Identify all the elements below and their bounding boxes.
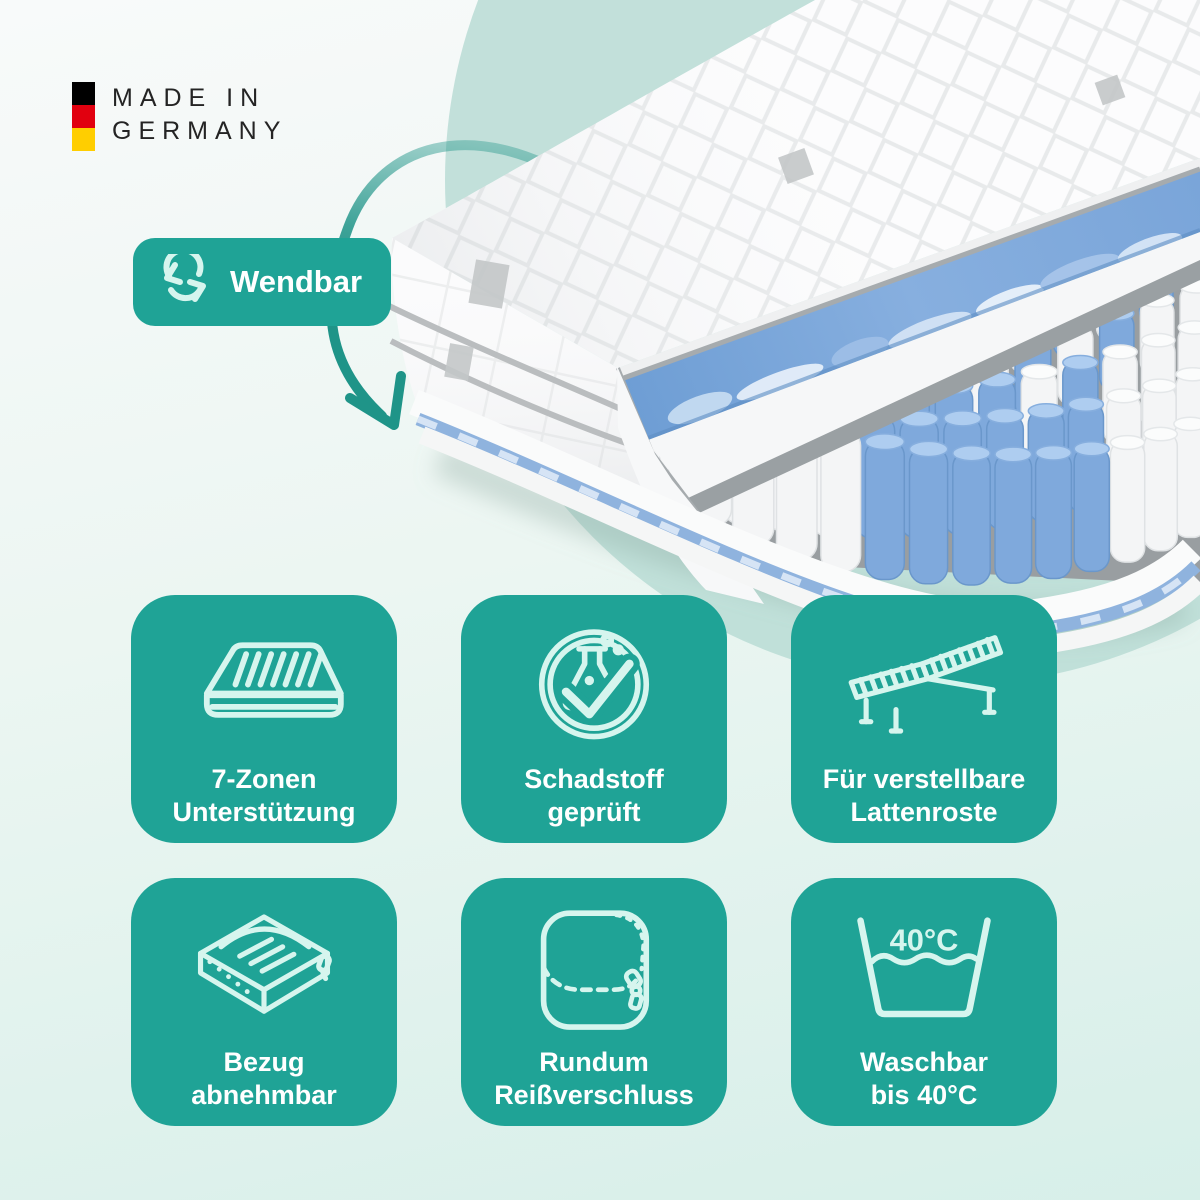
quilted-top-cover xyxy=(392,0,1200,368)
german-flag-icon xyxy=(72,82,95,151)
curved-arrow-icon xyxy=(326,140,590,430)
mattress-photo xyxy=(387,0,1200,657)
zipper-icon xyxy=(505,902,683,1042)
wash-40-icon: 40°C xyxy=(835,902,1013,1042)
logo-line-2: GERMANY xyxy=(112,117,288,145)
flag-stripe-gold xyxy=(72,128,95,151)
wendbar-badge: Wendbar xyxy=(133,238,391,326)
mattress-zones-icon xyxy=(175,619,353,759)
rotate-icon xyxy=(163,254,206,302)
made-in-germany-logo: MADE IN GERMANY xyxy=(72,82,287,151)
adjustable-bed-icon xyxy=(835,619,1013,759)
wash-temp-text: 40°C xyxy=(890,923,959,958)
logo-line-1: MADE IN xyxy=(112,84,266,112)
removable-cover-icon xyxy=(175,902,353,1042)
flag-stripe-red xyxy=(72,105,95,128)
badge-label: Wendbar xyxy=(230,264,363,299)
flask-check-icon xyxy=(505,619,683,759)
flag-stripe-black xyxy=(72,82,95,105)
